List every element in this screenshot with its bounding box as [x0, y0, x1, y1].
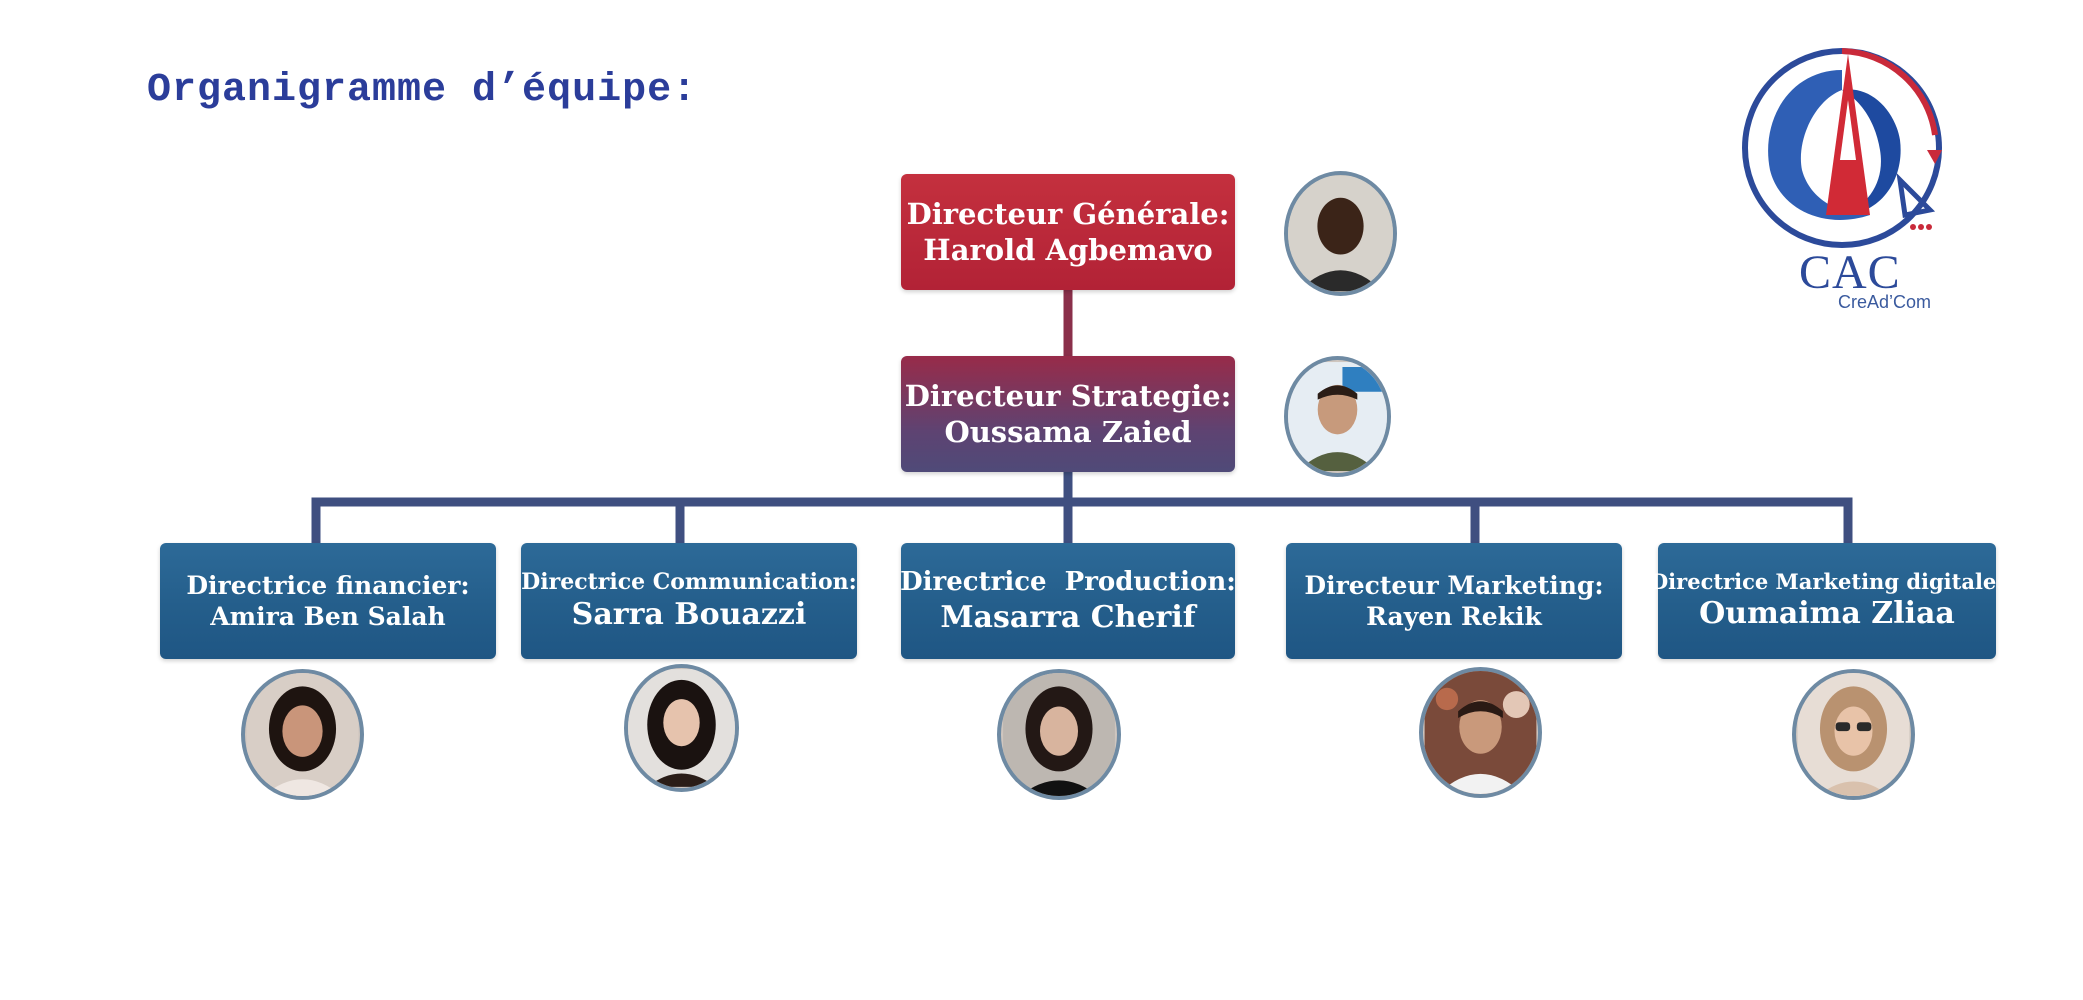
department-role: Directrice financier:	[186, 570, 470, 600]
department-box-marketing: Directeur Marketing: Rayen Rekik	[1286, 543, 1622, 659]
avatar-director	[1284, 171, 1397, 296]
department-box-communication: Directrice Communication: Sarra Bouazzi	[521, 543, 857, 659]
avatar-digital	[1792, 669, 1915, 800]
avatar-production	[997, 669, 1121, 800]
director-role: Directeur Générale:	[906, 196, 1230, 231]
department-role: Directrice Marketing digitale:	[1649, 569, 2005, 595]
department-box-production: Directrice Production: Masarra Cherif	[900, 543, 1236, 659]
logo-subtext: CreAd’Com	[1838, 292, 1932, 312]
page-title: Organigramme d’équipe:	[147, 68, 698, 113]
avatar-communication	[624, 664, 739, 792]
director-name: Harold Agbemavo	[923, 233, 1213, 267]
department-name: Oumaima Zliaa	[1699, 596, 1955, 632]
department-name: Masarra Cherif	[940, 599, 1196, 635]
logo	[1742, 48, 1942, 248]
strategy-name: Oussama Zaied	[944, 415, 1192, 449]
director-box: Directeur Générale: Harold Agbemavo	[901, 174, 1235, 290]
department-role: Directeur Marketing:	[1304, 570, 1604, 600]
strategy-box: Directeur Strategie: Oussama Zaied	[901, 356, 1235, 472]
department-role: Directrice Production:	[900, 567, 1236, 597]
department-role: Directrice Communication:	[521, 568, 857, 595]
department-name: Rayen Rekik	[1366, 602, 1542, 631]
department-name: Amira Ben Salah	[210, 602, 446, 631]
department-name: Sarra Bouazzi	[571, 597, 807, 632]
logo-text: CAC	[1799, 246, 1901, 299]
avatar-strategy	[1284, 356, 1391, 477]
department-box-financier: Directrice financier: Amira Ben Salah	[160, 543, 496, 659]
avatar-marketing	[1419, 667, 1542, 798]
avatar-financier	[241, 669, 364, 800]
strategy-role: Directeur Strategie:	[904, 378, 1232, 413]
department-box-digital: Directrice Marketing digitale: Oumaima Z…	[1650, 543, 2004, 659]
